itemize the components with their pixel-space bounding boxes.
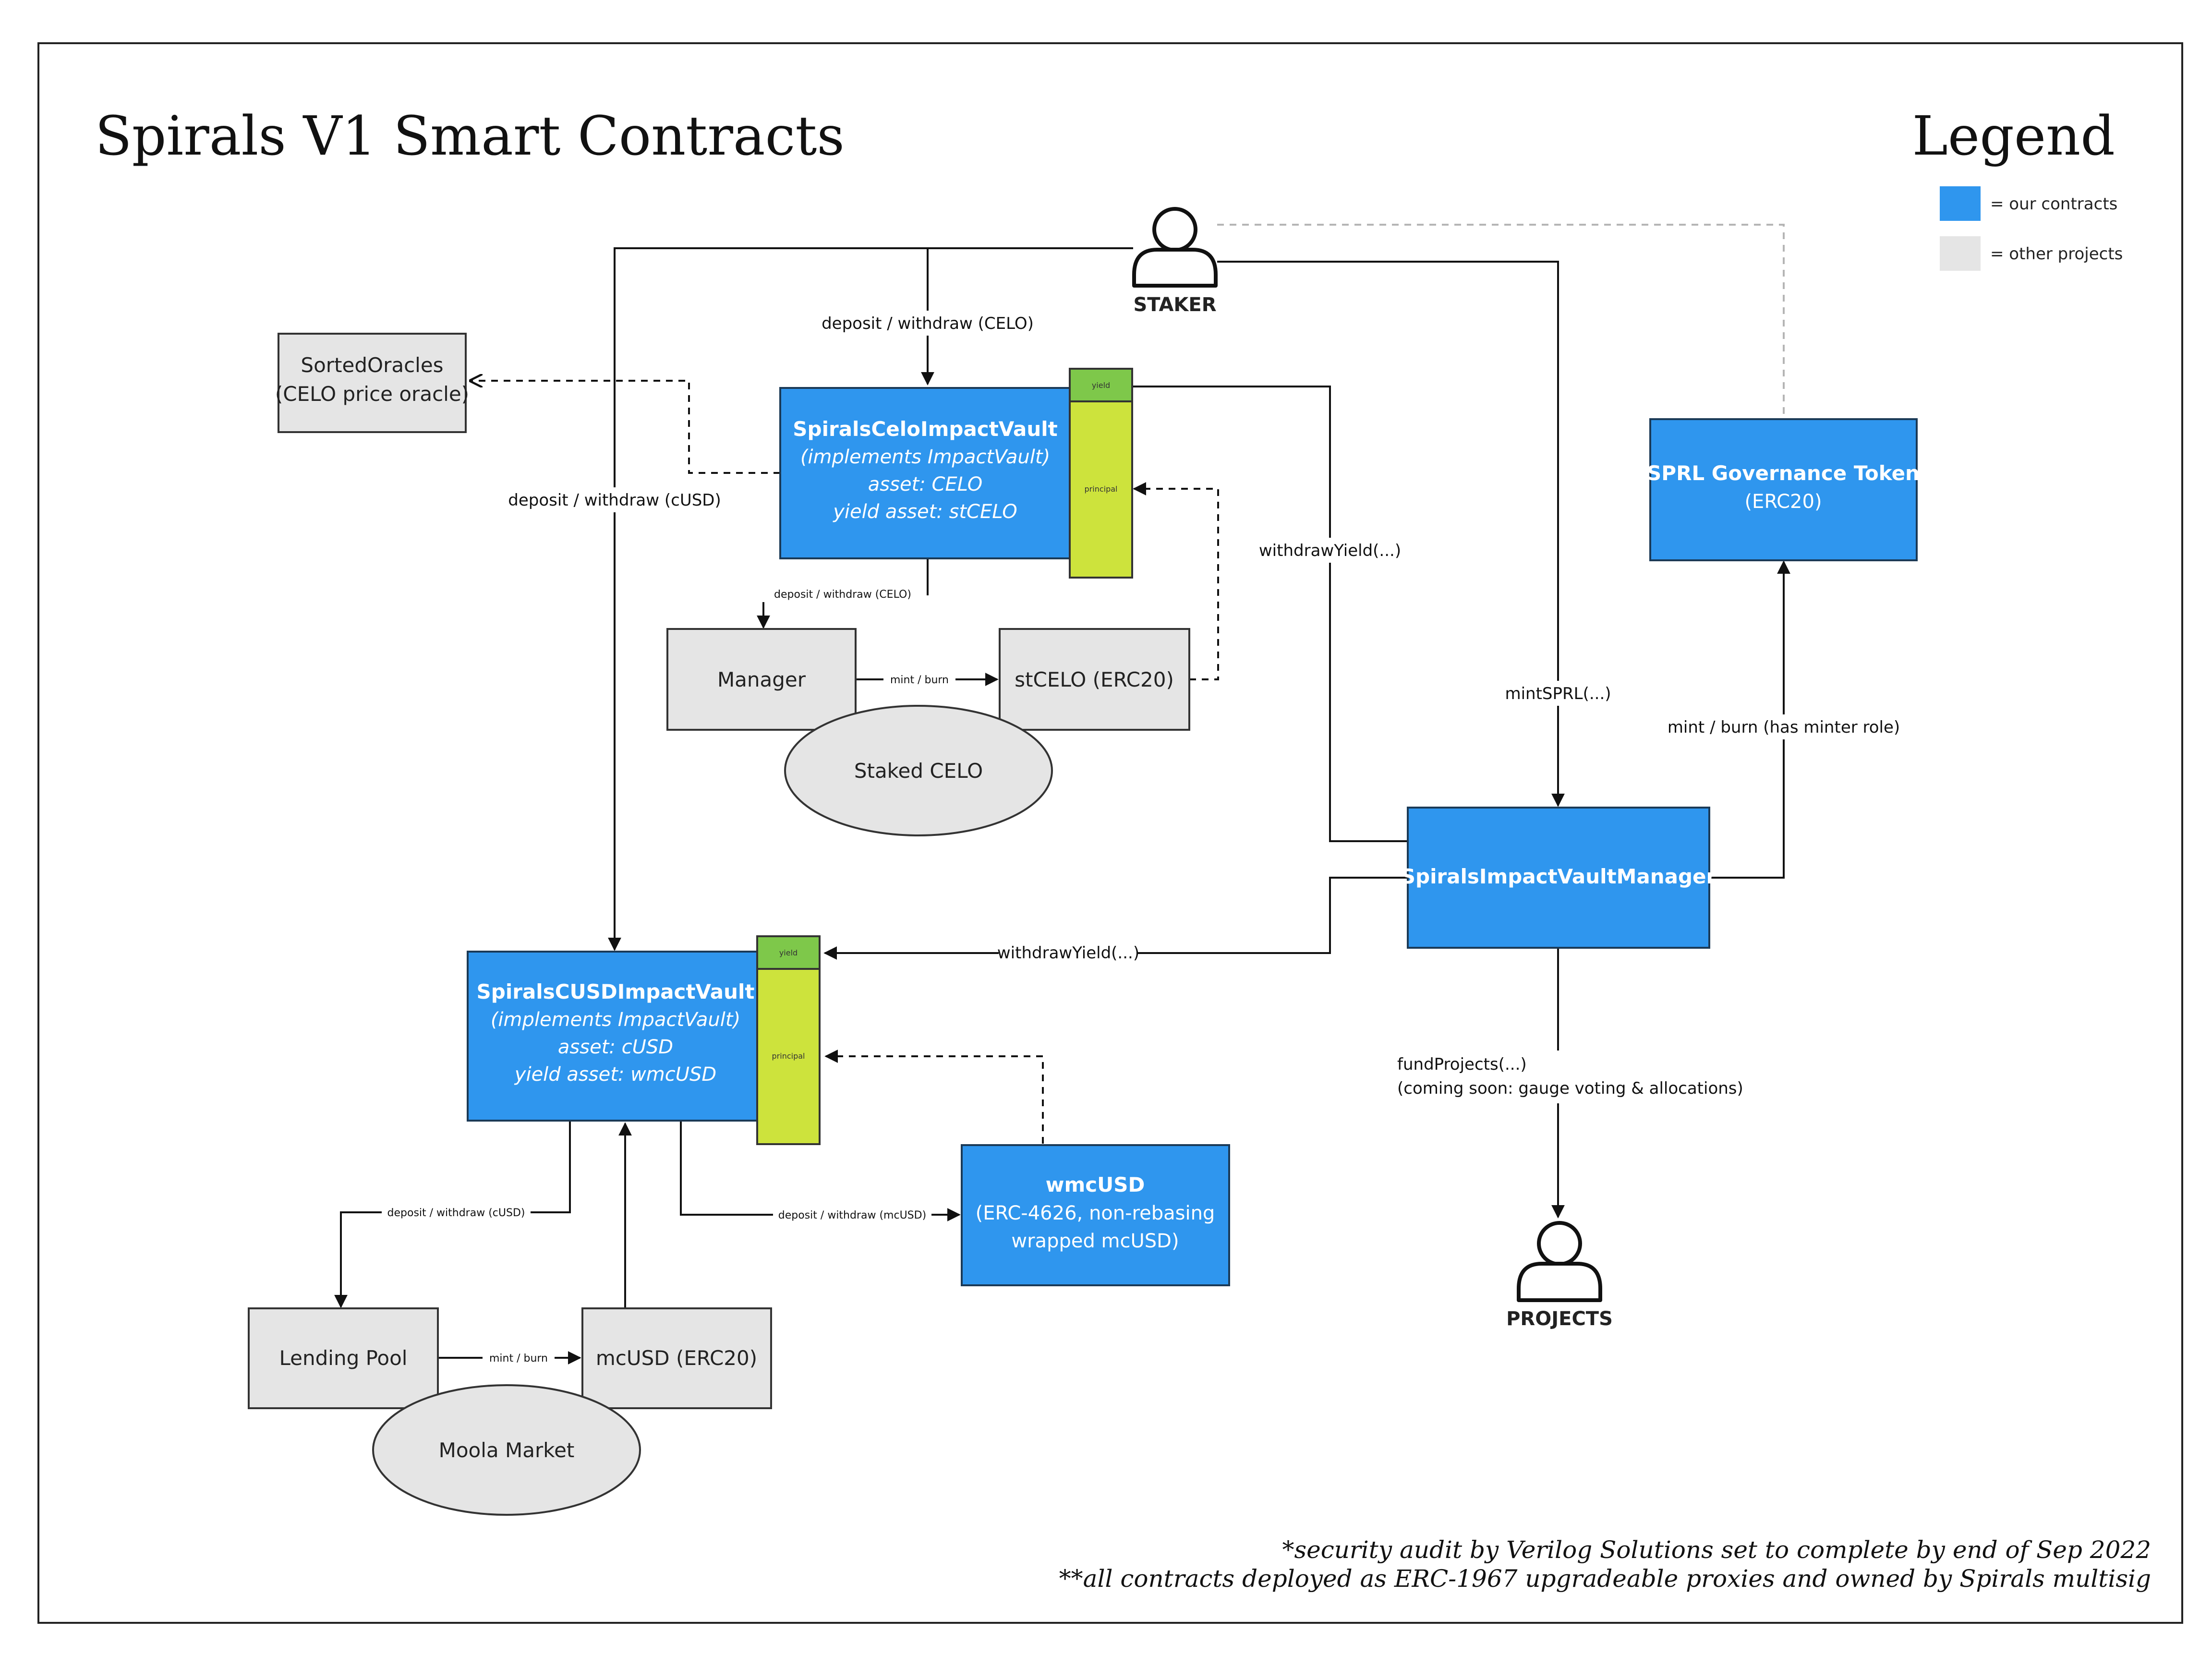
legend-title: Legend bbox=[1912, 105, 2115, 168]
page-frame bbox=[37, 42, 2183, 1624]
edge-label-withdraw-yield-1: withdrawYield(...) bbox=[1259, 541, 1401, 560]
stcelo-name: stCELO (ERC20) bbox=[1015, 668, 1174, 691]
projects-label: PROJECTS bbox=[1506, 1308, 1613, 1330]
celo-vault-principal-label: principal bbox=[1085, 484, 1118, 494]
staker-label: STAKER bbox=[1133, 294, 1216, 316]
wmcusd-name: wmcUSD bbox=[1046, 1173, 1145, 1196]
edge-staker-cusd-vault bbox=[608, 247, 1133, 951]
sorted-oracles-desc: (CELO price oracle) bbox=[275, 382, 469, 406]
celo-vault-asset: asset: CELO bbox=[868, 473, 982, 495]
page-title: Spirals V1 Smart Contracts bbox=[95, 105, 845, 168]
edge-celo-yield-vault-manager bbox=[1132, 386, 1407, 842]
edge-wmcusd-cusd-principal bbox=[824, 1050, 1044, 1144]
node-staked-celo: Staked CELO bbox=[784, 705, 1053, 836]
node-impact-vault-manager: SpiralsImpactVaultManager bbox=[1401, 807, 1716, 949]
person-icon bbox=[1132, 207, 1218, 288]
moola-market-name: Moola Market bbox=[439, 1438, 575, 1462]
vault-manager-name: SpiralsImpactVaultManager bbox=[1401, 865, 1716, 888]
person-icon bbox=[1517, 1221, 1602, 1302]
edge-label-vault-to-lending: deposit / withdraw (cUSD) bbox=[387, 1207, 525, 1219]
edge-label-fund-projects: fundProjects(...) bbox=[1397, 1055, 1527, 1074]
node-stcelo: stCELO (ERC20) bbox=[999, 628, 1190, 731]
celo-vault-principal-slot bbox=[1069, 400, 1133, 579]
lending-pool-name: Lending Pool bbox=[279, 1346, 408, 1370]
cusd-vault-implements: (implements ImpactVault) bbox=[491, 1009, 740, 1031]
sprl-standard: (ERC20) bbox=[1744, 491, 1822, 513]
celo-vault-yield-asset: yield asset: stCELO bbox=[833, 501, 1017, 523]
node-celo-impact-vault: SpiralsCeloImpactVault (implements Impac… bbox=[779, 368, 1133, 579]
edge-label-mint-burn-minter: mint / burn (has minter role) bbox=[1668, 718, 1900, 737]
legend-swatch-our-contracts bbox=[1940, 186, 1981, 221]
edge-staker-sprl-dashed bbox=[1217, 224, 1785, 418]
manager-name: Manager bbox=[717, 668, 806, 691]
node-lending-pool: Lending Pool bbox=[248, 1307, 439, 1409]
celo-vault-yield-slot bbox=[1069, 368, 1133, 402]
edge-label-vault-to-wmcusd: deposit / withdraw (mcUSD) bbox=[778, 1209, 926, 1221]
footnote-proxies: **all contracts deployed as ERC-1967 upg… bbox=[1059, 1565, 2151, 1593]
celo-vault-implements: (implements ImpactVault) bbox=[800, 446, 1050, 468]
edge-label-deposit-celo: deposit / withdraw (CELO) bbox=[822, 314, 1034, 333]
cusd-vault-yield-asset: yield asset: wmcUSD bbox=[514, 1063, 716, 1086]
edge-label-mint-burn-1: mint / burn bbox=[890, 674, 949, 686]
celo-vault-yield-label: yield bbox=[1092, 381, 1110, 390]
edge-label-vault-to-manager: deposit / withdraw (CELO) bbox=[774, 589, 911, 601]
cusd-vault-name: SpiralsCUSDImpactVault bbox=[477, 980, 755, 1003]
wmcusd-standard: (ERC-4626, non-rebasing bbox=[976, 1202, 1215, 1224]
wmcusd-desc: wrapped mcUSD) bbox=[1011, 1230, 1179, 1252]
legend-swatch-other-projects bbox=[1940, 236, 1981, 271]
node-sprl-token: SPRL Governance Token (ERC20) bbox=[1647, 418, 1920, 561]
mcusd-name: mcUSD (ERC20) bbox=[596, 1346, 757, 1370]
legend-label-our-contracts: = our contracts bbox=[1990, 194, 2117, 214]
node-wmcusd: wmcUSD (ERC-4626, non-rebasing wrapped m… bbox=[961, 1144, 1230, 1286]
cusd-vault-principal-label: principal bbox=[772, 1051, 805, 1061]
sprl-name: SPRL Governance Token bbox=[1647, 461, 1920, 485]
edge-celo-vault-sorted-oracles bbox=[471, 381, 780, 474]
edge-label-fund-projects-note: (coming soon: gauge voting & allocations… bbox=[1397, 1079, 1743, 1098]
edge-stcelo-celo-principal bbox=[1133, 482, 1219, 680]
sorted-oracles-name: SortedOracles bbox=[301, 353, 443, 377]
staked-celo-name: Staked CELO bbox=[854, 759, 983, 783]
node-cusd-impact-vault: SpiralsCUSDImpactVault (implements Impac… bbox=[467, 935, 821, 1145]
edge-staker-vault-manager bbox=[1217, 261, 1565, 807]
cusd-vault-principal-slot bbox=[756, 968, 821, 1145]
actor-projects: PROJECTS bbox=[1506, 1221, 1613, 1330]
node-manager: Manager bbox=[666, 628, 857, 731]
edge-label-mint-sprl: mintSPRL(...) bbox=[1505, 684, 1611, 703]
edge-label-mint-burn-2: mint / burn bbox=[489, 1353, 548, 1365]
actor-staker: STAKER bbox=[1132, 207, 1218, 316]
legend-label-other-projects: = other projects bbox=[1990, 244, 2123, 264]
legend: Legend = our contracts = other projects bbox=[1912, 105, 2123, 271]
node-sorted-oracles: SortedOracles (CELO price oracle) bbox=[275, 333, 469, 433]
edge-vault-manager-sprl bbox=[1710, 560, 1790, 879]
celo-vault-name: SpiralsCeloImpactVault bbox=[793, 417, 1057, 441]
node-moola-market: Moola Market bbox=[372, 1384, 641, 1516]
edge-label-deposit-cusd: deposit / withdraw (cUSD) bbox=[508, 491, 721, 510]
node-mcusd: mcUSD (ERC20) bbox=[581, 1307, 772, 1409]
cusd-vault-yield-label: yield bbox=[779, 948, 798, 957]
cusd-vault-asset: asset: cUSD bbox=[558, 1036, 673, 1058]
edge-label-withdraw-yield-2: withdrawYield(...) bbox=[997, 943, 1139, 963]
footnote-audit: *security audit by Verilog Solutions set… bbox=[1282, 1536, 2151, 1564]
